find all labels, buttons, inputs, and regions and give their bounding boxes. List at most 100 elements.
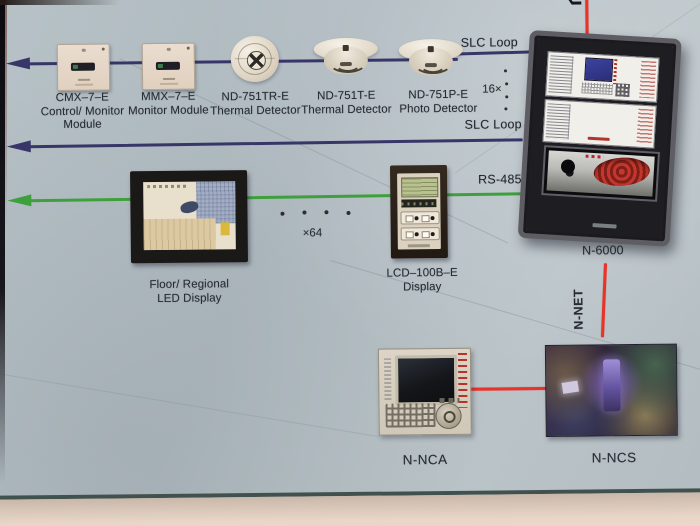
lcd-screen: [401, 177, 439, 198]
ellipsis-dot: [505, 82, 509, 86]
detector-x-cap: [246, 50, 266, 70]
lcd-button: [421, 231, 430, 239]
lcd-button-dot: [430, 215, 435, 220]
ellipsis-dot: [505, 95, 509, 99]
ellipsis-dot: [302, 210, 307, 215]
floor-led-desc: LED Display: [157, 291, 222, 305]
n6000-expander-module: [542, 99, 657, 149]
n6000-keyblock: [615, 83, 630, 98]
ellipsis-dot: [324, 210, 329, 215]
lcd-button-row: [400, 227, 440, 241]
lcd-button: [405, 215, 414, 223]
n6000-cpu-module: [545, 51, 660, 103]
n6000-lcd-screen: [584, 57, 614, 83]
module-screw: [101, 47, 105, 51]
floor-led-name: Floor/ Regional: [149, 278, 230, 292]
lcd-button-row: [400, 211, 440, 225]
led-column: [636, 108, 654, 145]
detector-vent: [339, 61, 352, 67]
nnca-device: [377, 347, 472, 436]
detector-indicator: [342, 45, 349, 52]
nd751tr-label: ND-751TR-E Thermal Detector: [205, 90, 305, 118]
map-region-tan: [143, 218, 216, 251]
module-mark: [162, 77, 175, 80]
fire-led-stripe: [612, 59, 618, 85]
ellipsis-dot: [346, 210, 351, 216]
module-mark: [159, 82, 178, 85]
module-screw: [186, 46, 190, 50]
nd751p-label: ND-751P-E Photo Detector: [388, 89, 488, 117]
lcd100be-name: LCD–100B–E: [386, 266, 458, 280]
map-legend-marks: [146, 185, 188, 189]
slc-top-label: SLC Loop: [460, 35, 518, 50]
mmx-label: MMX–7–E Monitor Module: [118, 90, 218, 118]
photo-left-edge: [0, 0, 5, 526]
detector-vent: [424, 63, 437, 68]
lcd-led-strip: [401, 199, 437, 208]
thermal-detector-round-device: [230, 35, 280, 83]
photo-left-edge-tint: [5, 0, 7, 230]
ellipsis-dot: [503, 69, 508, 73]
module-terminal-slot: [155, 61, 180, 71]
nnet-label: N-NET: [571, 288, 586, 330]
nncs-label: N-NCS: [591, 450, 637, 466]
cropped-glyph: [566, 0, 581, 5]
module-pin: [81, 48, 86, 52]
brand-mark: [592, 223, 617, 229]
n6000-panel-device: [517, 30, 682, 247]
brand-mark: [587, 136, 610, 141]
mmx-desc: Monitor Module: [127, 103, 209, 117]
lcd-brand-mark: [407, 244, 430, 248]
ellipsis-dot: [504, 107, 508, 111]
nnet-line-top: [585, 0, 589, 36]
module-pin: [166, 47, 171, 51]
nd751t-name: ND-751T-E: [316, 89, 376, 103]
nd751p-name: ND-751P-E: [408, 88, 469, 102]
lcd-button-dot: [414, 231, 419, 236]
nd751t-label: ND-751T-E Thermal Detector: [296, 90, 396, 118]
rs485-multiplier: ×64: [302, 227, 323, 240]
nd751tr-desc: Thermal Detector: [210, 104, 301, 117]
cmx-module-device: [56, 43, 111, 92]
lcd-button: [405, 231, 414, 239]
led-column: [384, 358, 392, 401]
mmx-name: MMX–7–E: [140, 90, 196, 104]
n6000-label: N-6000: [581, 243, 624, 258]
cmx-desc2: Module: [63, 118, 102, 131]
n6000-keypad: [581, 82, 613, 96]
map-marker: [221, 222, 231, 236]
module-terminal-slot: [70, 62, 95, 71]
photo-detector-device: [398, 38, 463, 80]
nd751t-desc: Thermal Detector: [301, 103, 392, 117]
cut-off-caption: [141, 518, 431, 526]
mmx-module-device: [141, 42, 196, 91]
thermal-detector-device: [313, 37, 378, 79]
lcd100be-label: LCD–100B–E Display: [372, 267, 472, 295]
floor-led-label: Floor/ Regional LED Display: [139, 278, 239, 306]
floor-led-display-device: [130, 170, 248, 264]
nd751p-desc: Photo Detector: [399, 102, 478, 115]
ellipsis-dot: [280, 211, 285, 216]
floor-map-screen: [143, 181, 236, 251]
lcd100be-device: [389, 164, 448, 259]
led-column: [545, 103, 571, 140]
lcd100be-desc: Display: [402, 280, 442, 293]
led-column: [548, 55, 574, 94]
lcd-button-dot: [430, 231, 435, 236]
map-region-blue: [196, 181, 236, 224]
module-mark: [77, 78, 90, 81]
nd751tr-name: ND-751TR-E: [221, 90, 290, 104]
led-column: [639, 60, 657, 99]
module-mark: [74, 83, 93, 86]
n6000-door: [526, 38, 674, 239]
lcd-button-dot: [414, 215, 419, 220]
detector-indicator: [427, 46, 434, 53]
nncs-photo: [544, 343, 678, 437]
lcd-faceplate: [397, 173, 441, 250]
slc-multiplier: 16×: [482, 83, 502, 96]
slc-bottom-label: SLC Loop: [464, 117, 522, 132]
lcd-button: [421, 215, 430, 223]
n6000-mic-bay: [541, 145, 661, 202]
